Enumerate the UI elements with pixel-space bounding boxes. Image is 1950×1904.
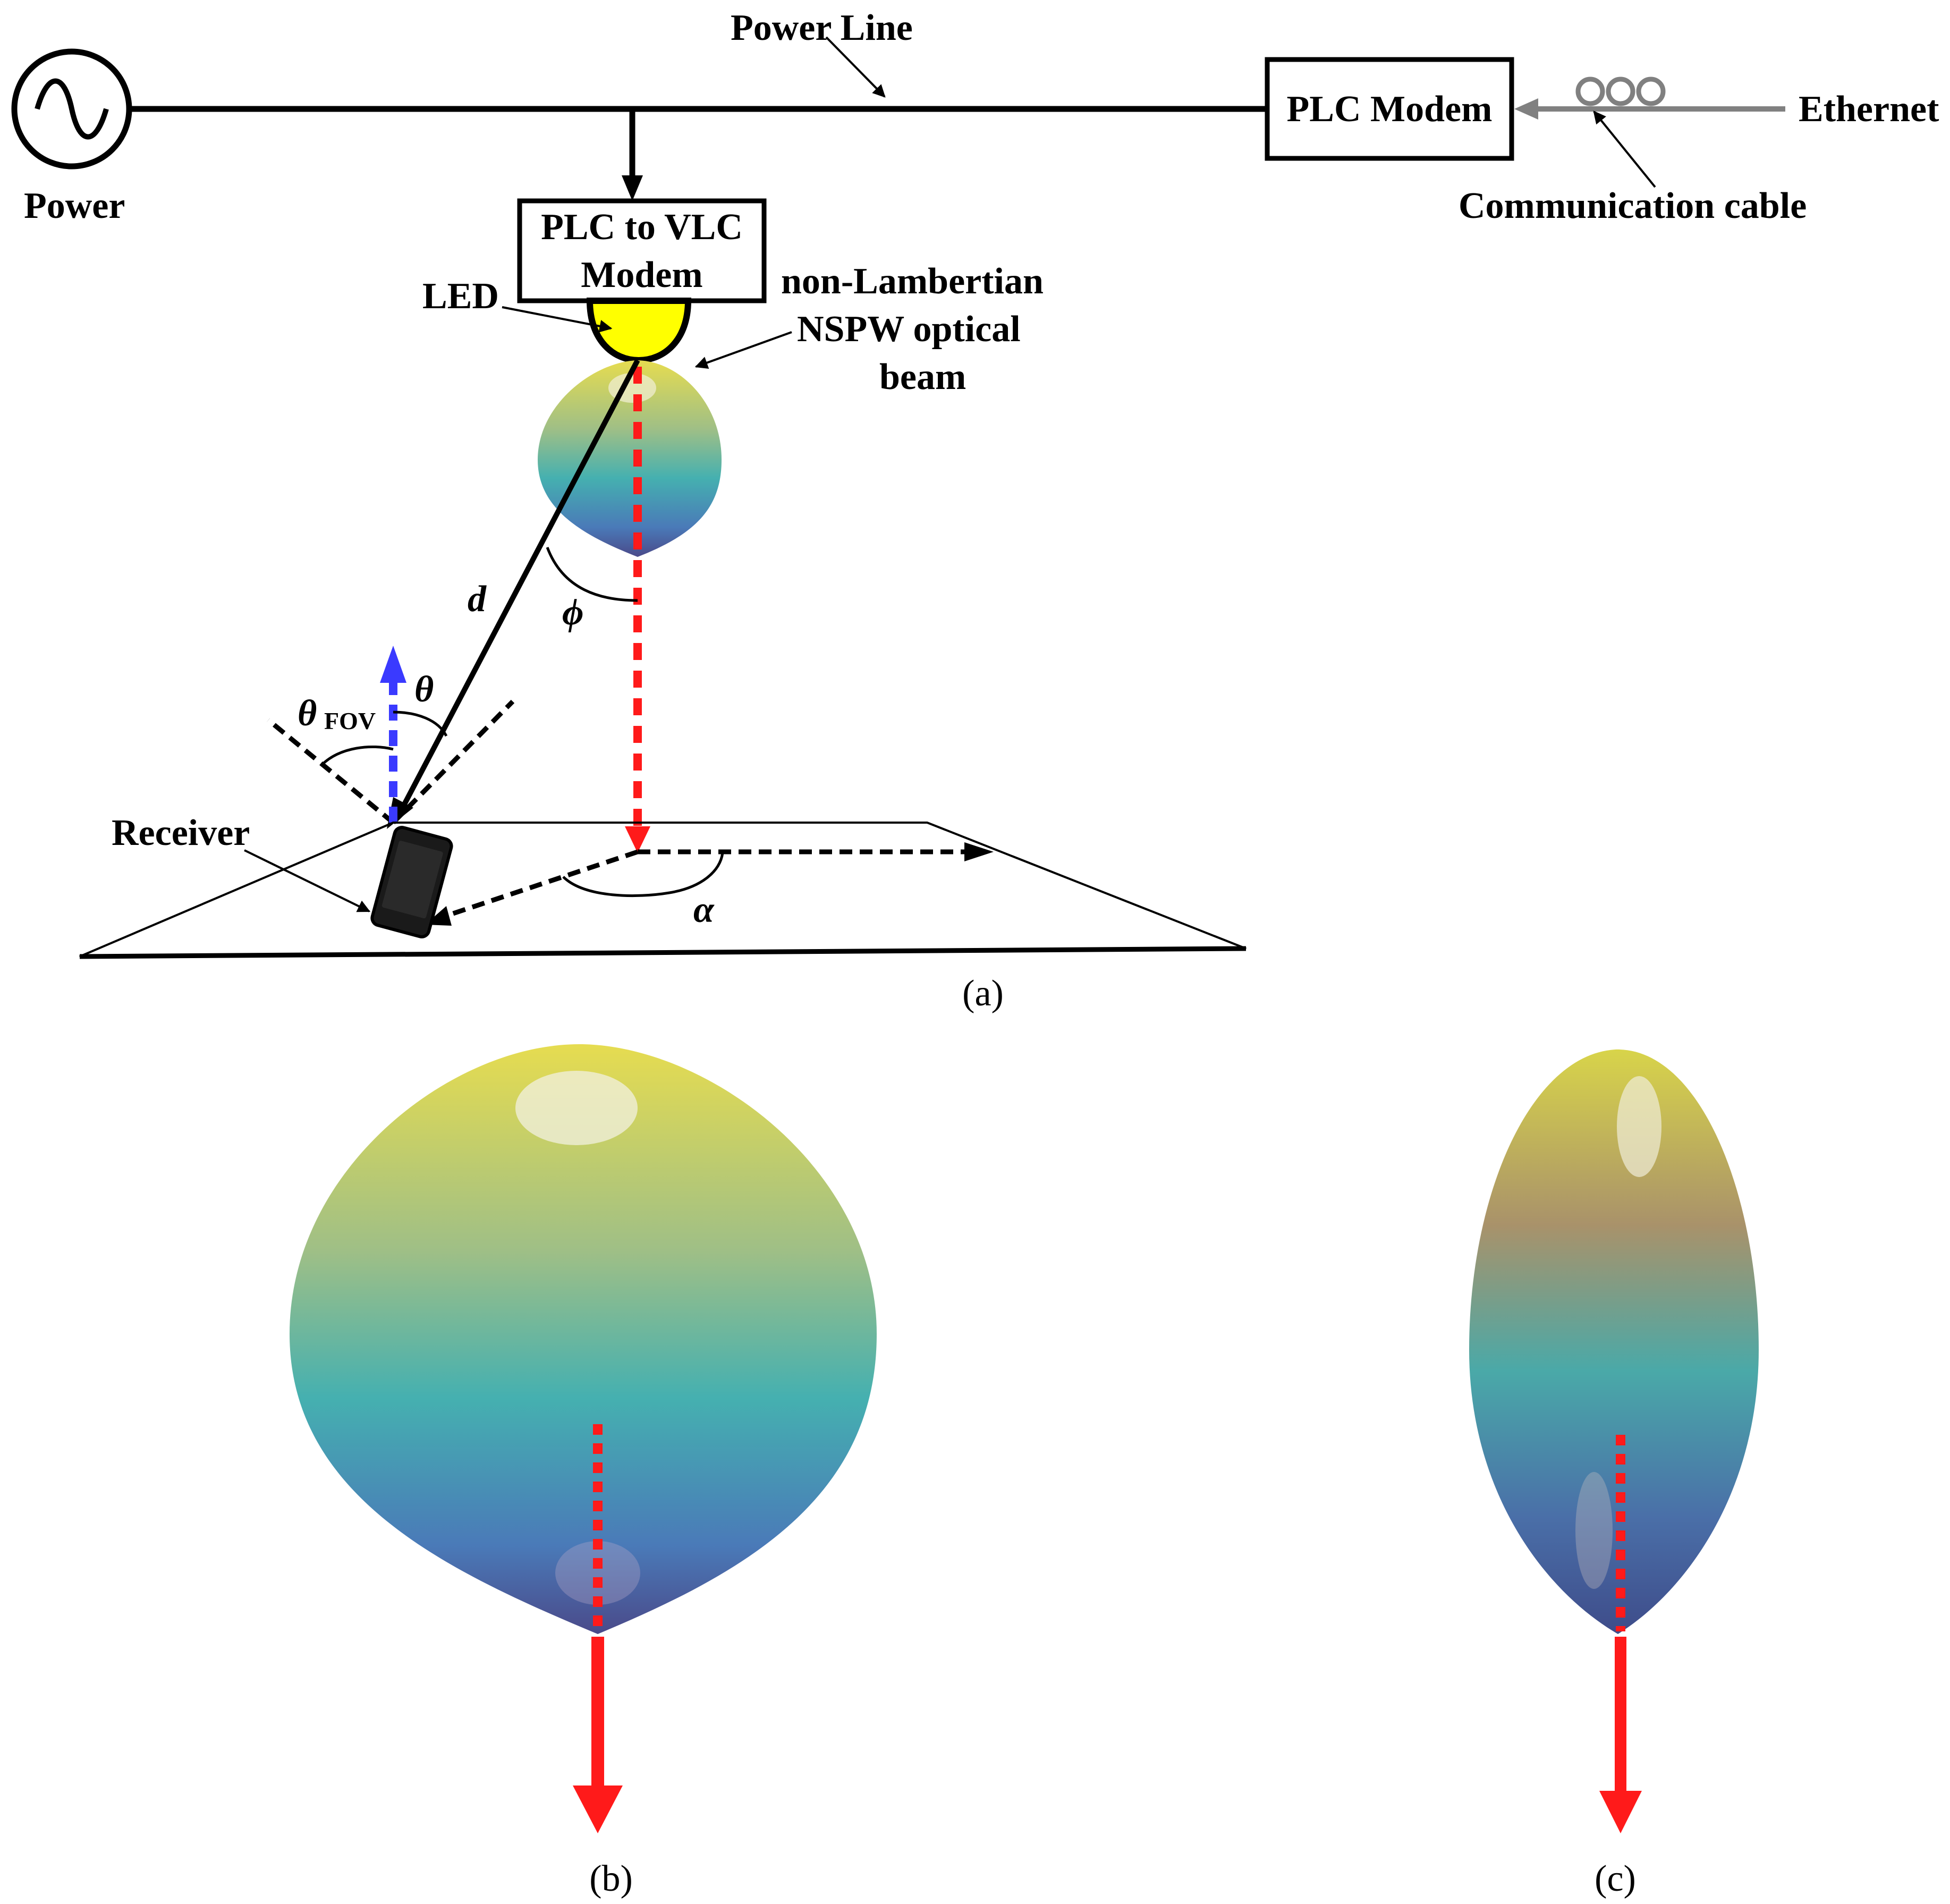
distance-symbol: d (468, 579, 487, 620)
panel-b-caption: (b) (589, 1858, 633, 1899)
receiver-label: Receiver (112, 813, 250, 853)
plc-modem-box (1265, 57, 1514, 161)
panel-a-caption: (a) (962, 973, 1004, 1014)
plc-modem-label: PLC Modem (1287, 89, 1493, 130)
ethernet-arrowhead (1514, 98, 1538, 120)
floor-vector-right-arrowhead (964, 842, 994, 861)
receiver-pointer (244, 849, 371, 912)
cable-coil-icon (1575, 77, 1666, 106)
theta-fov-subscript: FOV (324, 707, 376, 734)
power-line-pointer (825, 36, 886, 98)
beam-pointer (694, 331, 792, 369)
phi-arc (546, 547, 638, 602)
alpha-arc (562, 852, 724, 898)
panel-a: Power Power Line PLC Modem Ethernet Comm… (11, 7, 1939, 1014)
led-icon (586, 298, 692, 364)
nspw-beam-wide (290, 1044, 877, 1634)
panel-b: (b) (290, 1044, 877, 1899)
communication-cable-label: Communication cable (1459, 185, 1807, 226)
theta-symbol: θ (414, 669, 434, 710)
panel-c-caption: (c) (1595, 1858, 1636, 1899)
cable-pointer (1593, 111, 1656, 188)
modem-feed-arrowhead (622, 175, 643, 201)
plc-to-vlc-label-line2: Modem (581, 255, 702, 295)
floor-plane (79, 822, 1247, 958)
alpha-symbol: α (693, 890, 715, 930)
nspw-beam-wide-highlight (515, 1071, 638, 1145)
nspw-beam-narrow (1469, 1049, 1759, 1634)
fov-right-line (391, 699, 515, 825)
power-label: Power (24, 185, 125, 226)
nspw-beam-wide-lowlight (555, 1541, 640, 1605)
phi-symbol: ϕ (562, 592, 584, 633)
panel-c: (c) (1469, 1049, 1759, 1899)
theta-arc (393, 710, 448, 737)
beam-c-arrowhead (1599, 1791, 1642, 1833)
fov-left-line (267, 718, 395, 825)
floor-vector-left (443, 849, 639, 919)
beam-b-arrowhead (573, 1785, 623, 1833)
los-distance-line (399, 359, 640, 812)
theta-fov-arc (320, 745, 394, 766)
nspw-beam-narrow-highlight (1617, 1076, 1661, 1177)
theta-fov-symbol: θ (298, 693, 317, 734)
receiver-normal-arrowhead (380, 646, 406, 683)
nspw-beam-small (538, 360, 722, 557)
beam-label-line3: beam (879, 357, 966, 397)
nspw-beam-narrow-lowlight (1575, 1472, 1613, 1589)
led-label: LED (422, 276, 499, 317)
beam-label-line1: non-Lambertian (781, 261, 1044, 302)
beam-label-line2: NSPW optical (797, 309, 1021, 350)
floor-front-edge (79, 946, 1247, 959)
ac-power-source-icon (11, 48, 132, 170)
led-pointer (502, 306, 613, 333)
power-line-label: Power Line (731, 7, 913, 48)
ethernet-label: Ethernet (1799, 89, 1939, 130)
plc-to-vlc-label-line1: PLC to VLC (541, 207, 743, 248)
receiver-phone-icon (370, 826, 453, 938)
beam-axis-arrowhead (625, 826, 650, 853)
